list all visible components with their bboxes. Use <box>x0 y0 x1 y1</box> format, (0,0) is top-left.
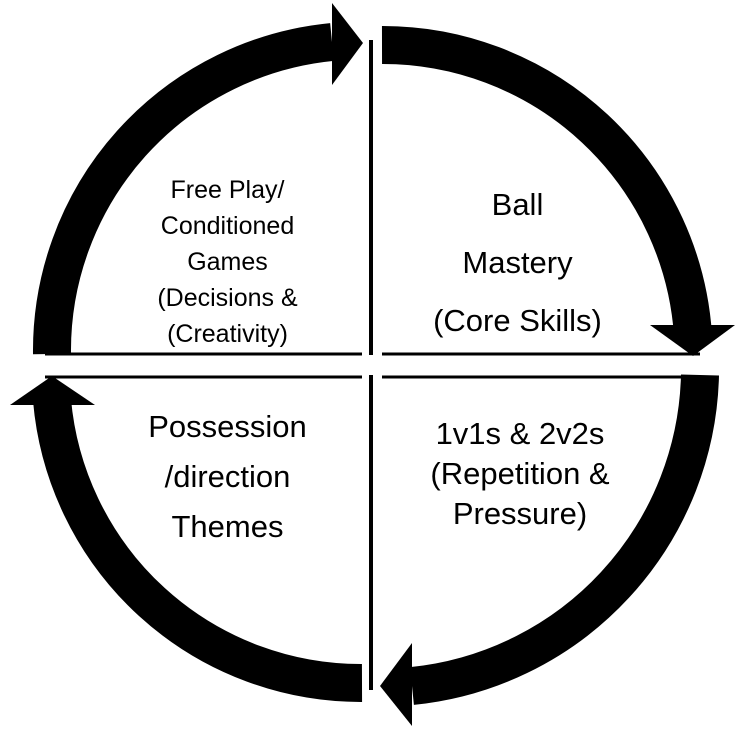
quadrant-label-free-play: Free Play/ Conditioned Games (Decisions … <box>110 172 345 352</box>
label-line: Games <box>187 248 268 276</box>
label-line: /direction <box>164 459 291 494</box>
label-line: 1v1s & 2v2s <box>435 416 605 451</box>
label-line: Pressure) <box>452 496 588 531</box>
arc-bottom-left <box>33 398 363 703</box>
label-line: (Repetition & <box>430 456 610 491</box>
quadrant-label-possession: Possession /direction Themes <box>115 402 340 552</box>
label-line: Ball <box>491 187 544 222</box>
label-line: (Core Skills) <box>433 303 602 338</box>
arc-top-right <box>381 25 712 337</box>
label-line: Mastery <box>462 245 573 280</box>
label-line: Possession <box>148 409 307 444</box>
arrowhead-top-right <box>650 325 735 356</box>
label-line: Themes <box>171 509 284 544</box>
label-line: (Decisions & <box>157 284 298 312</box>
label-line: Conditioned <box>160 212 295 240</box>
arrowhead-top-left <box>332 3 363 85</box>
label-line: (Creativity) <box>167 320 288 348</box>
arrowhead-bottom-right <box>380 643 412 726</box>
arc-top-left <box>32 23 334 355</box>
arrowhead-bottom-left <box>10 376 95 405</box>
quadrant-label-ball-mastery: Ball Mastery (Core Skills) <box>400 176 635 350</box>
quadrant-label-1v1s: 1v1s & 2v2s (Repetition & Pressure) <box>390 414 650 534</box>
arc-bottom-right <box>410 374 719 705</box>
label-line: Free Play/ <box>170 176 285 204</box>
